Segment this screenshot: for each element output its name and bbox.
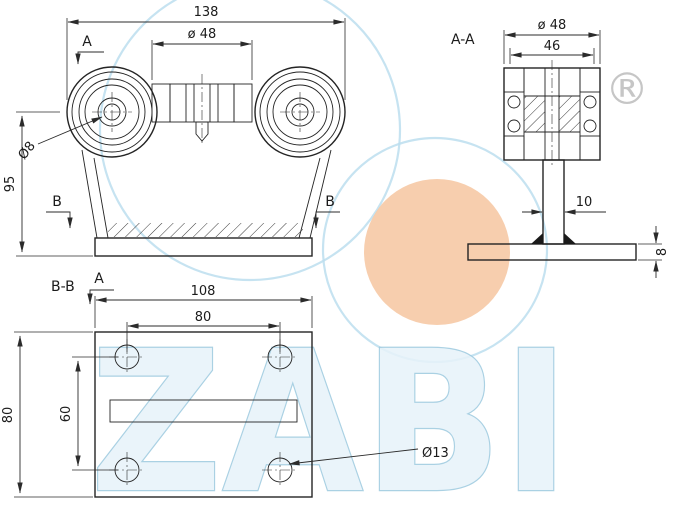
watermark-text: ZABI	[90, 309, 570, 506]
dim-o8-label: Ø8	[16, 139, 39, 163]
bearing-ball	[507, 119, 521, 133]
dim-hole-spacing-horizontal: 80	[126, 310, 281, 352]
wheel-cross-section	[503, 60, 601, 168]
weld-hatch-strip	[108, 223, 303, 237]
dim-aa-o48-label: ø 48	[538, 18, 567, 33]
dim-stem-thickness: 10	[522, 195, 606, 215]
section-b-right-label: B	[325, 194, 335, 210]
dim-60-label: 60	[59, 406, 74, 423]
section-marker-b-right: B	[313, 194, 340, 229]
section-marker-a-bottom: A	[87, 271, 114, 305]
left-wheel	[66, 66, 158, 158]
watermark-orange-circle	[364, 179, 510, 325]
zabi-watermark: ZABI	[89, 0, 571, 506]
mounting-plate-top-view	[94, 331, 313, 498]
dim-8-label: 8	[655, 248, 670, 256]
dim-plate-width: 108	[94, 284, 313, 328]
weld-fillet-right	[564, 233, 576, 244]
dim-aa-wheel-diameter: ø 48	[503, 18, 601, 64]
dim-axle-diameter: Ø8	[16, 116, 103, 163]
dim-95-label: 95	[3, 176, 18, 193]
dim-hole-diameter: Ø13	[288, 446, 449, 466]
section-aa-label: A-A	[451, 32, 475, 48]
right-wheel	[254, 66, 346, 158]
dim-o48-label: ø 48	[188, 27, 217, 42]
bolt-stud	[195, 121, 209, 142]
registered-trademark: ®	[605, 64, 649, 115]
section-b-left-label: B	[52, 194, 62, 210]
base-plate-cross-section	[467, 243, 637, 261]
axle-bracket	[151, 74, 253, 146]
bearing-ball	[583, 119, 597, 133]
bolt-hole-bottom-right	[262, 452, 298, 488]
bearing-ball	[507, 95, 521, 109]
weld-fillet-left	[531, 233, 543, 244]
section-bb-label: B-B	[51, 279, 75, 295]
dim-10-label: 10	[576, 195, 593, 210]
dim-80h-label: 80	[195, 310, 212, 325]
section-a-label: A	[82, 34, 92, 50]
dim-138-label: 138	[194, 5, 219, 20]
dim-wheel-diameter: ø 48	[151, 27, 253, 80]
dim-plate-depth: 80	[1, 331, 93, 498]
section-a-bottom-label: A	[94, 271, 104, 287]
front-view: 138 ø 48 A 95 Ø8 B	[3, 5, 346, 257]
dim-46-label: 46	[544, 39, 561, 54]
dim-height-95: 95	[3, 111, 93, 257]
section-marker-b-left: B	[46, 194, 73, 229]
dim-plate-thickness: 8	[638, 226, 670, 278]
dim-hole-spacing-vertical: 60	[59, 356, 118, 471]
bearing-ball	[583, 95, 597, 109]
mounting-plate-front	[94, 237, 313, 257]
center-slot	[109, 399, 298, 423]
watermark-ring-left	[98, 0, 402, 282]
watermark-ring-right	[321, 136, 549, 364]
dim-108-label: 108	[191, 284, 216, 299]
section-marker-a: A	[75, 34, 104, 65]
dim-o13-label: Ø13	[422, 446, 449, 461]
dim-80v-label: 80	[1, 407, 16, 424]
section-aa-view: A-A	[451, 18, 670, 278]
dim-aa-hub-width: 46	[509, 39, 595, 64]
dim-overall-width: 138	[66, 5, 346, 100]
section-bb-view: B-B A	[1, 271, 449, 498]
